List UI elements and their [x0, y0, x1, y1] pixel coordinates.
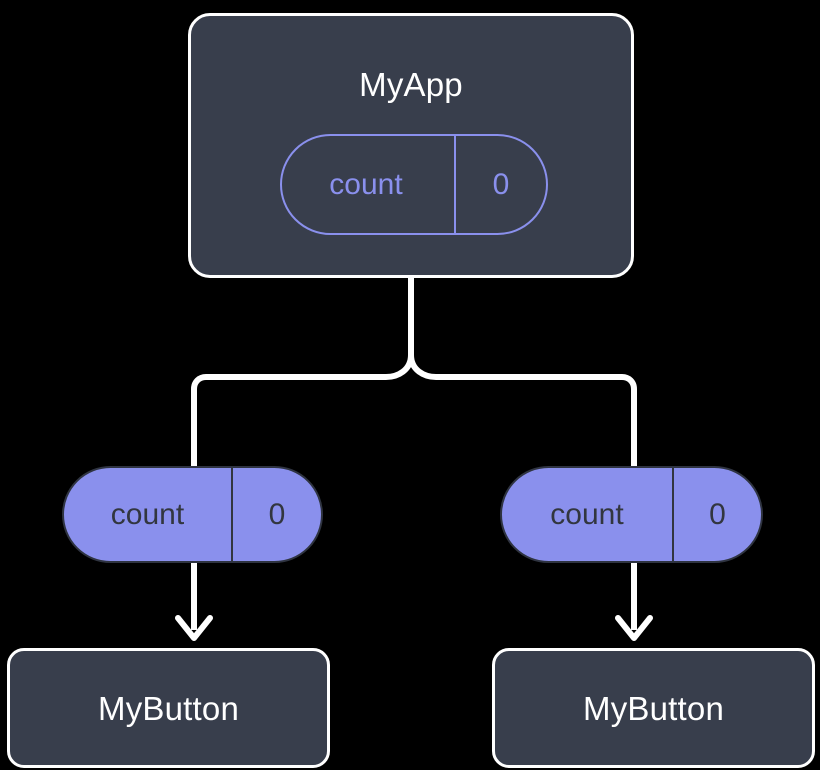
state-pill-key: count — [502, 468, 674, 561]
node-myapp[interactable]: MyApp count 0 — [188, 13, 634, 278]
node-mybutton-right[interactable]: MyButton — [492, 648, 815, 768]
node-mybutton-left-label: MyButton — [98, 689, 239, 727]
node-myapp-label: MyApp — [359, 66, 463, 103]
state-pill-child-right-count[interactable]: count 0 — [500, 466, 763, 563]
state-pill-value: 0 — [268, 497, 286, 531]
state-pill-child-left-count[interactable]: count 0 — [62, 466, 323, 563]
state-pill-value: 0 — [492, 167, 510, 201]
state-pill-key: count — [282, 136, 456, 233]
node-mybutton-right-label: MyButton — [583, 689, 724, 727]
fork-connector-root-to-children — [191, 275, 414, 469]
arrow-head-left — [175, 615, 213, 641]
state-pill-value: 0 — [709, 497, 726, 531]
arrow-head-right — [615, 615, 653, 641]
state-pill-myapp-count[interactable]: count 0 — [280, 134, 548, 235]
node-mybutton-left[interactable]: MyButton — [7, 648, 330, 768]
fork-connector-root-to-child-right — [408, 352, 637, 469]
state-pill-key: count — [64, 468, 233, 561]
